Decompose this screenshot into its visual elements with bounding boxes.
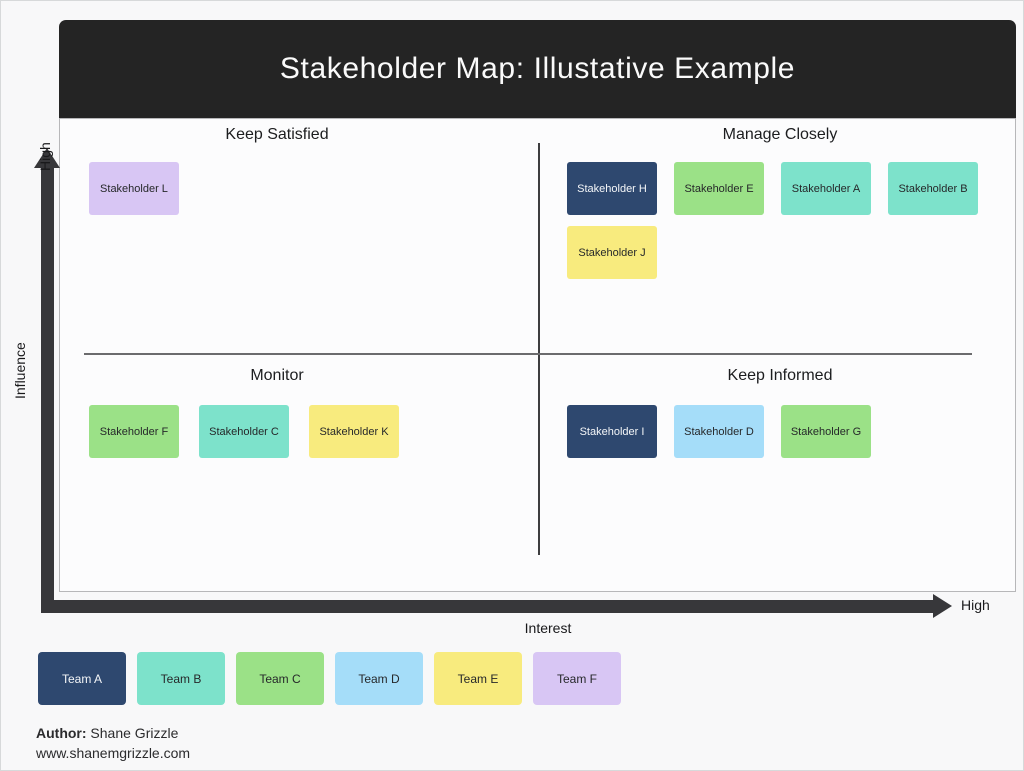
legend-chip-team-b[interactable]: Team B xyxy=(137,652,225,705)
legend-chip-team-a[interactable]: Team A xyxy=(38,652,126,705)
x-axis-line xyxy=(41,600,933,613)
x-axis-high-label: High xyxy=(961,597,990,613)
notes-area-monitor: Stakeholder F Stakeholder C Stakeholder K xyxy=(89,405,519,458)
y-axis-arrowhead-icon xyxy=(34,148,60,168)
note-stakeholder-i[interactable]: Stakeholder I xyxy=(567,405,657,458)
notes-area-keep-satisfied: Stakeholder L xyxy=(89,162,519,215)
author-label: Author: xyxy=(36,725,87,741)
horizontal-divider-line xyxy=(84,353,972,355)
note-stakeholder-k[interactable]: Stakeholder K xyxy=(309,405,399,458)
author-name: Shane Grizzle xyxy=(86,725,179,741)
website-text: www.shanemgrizzle.com xyxy=(36,745,191,761)
note-stakeholder-c[interactable]: Stakeholder C xyxy=(199,405,289,458)
note-stakeholder-f[interactable]: Stakeholder F xyxy=(89,405,179,458)
legend-chip-team-d[interactable]: Team D xyxy=(335,652,423,705)
note-stakeholder-l[interactable]: Stakeholder L xyxy=(89,162,179,215)
note-stakeholder-d[interactable]: Stakeholder D xyxy=(674,405,764,458)
x-axis-title: Interest xyxy=(524,620,572,636)
note-stakeholder-e[interactable]: Stakeholder E xyxy=(674,162,764,215)
y-axis-line xyxy=(41,167,54,613)
notes-area-manage-closely: Stakeholder H Stakeholder E Stakeholder A S… xyxy=(567,162,997,279)
quadrant-label-manage-closely: Manage Closely xyxy=(722,126,838,143)
quadrant-label-keep-informed: Keep Informed xyxy=(727,367,833,384)
note-stakeholder-h[interactable]: Stakeholder H xyxy=(567,162,657,215)
legend-chip-team-f[interactable]: Team F xyxy=(533,652,621,705)
note-stakeholder-g[interactable]: Stakeholder G xyxy=(781,405,871,458)
quadrant-label-keep-satisfied: Keep Satisfied xyxy=(225,126,329,143)
legend-chip-team-e[interactable]: Team E xyxy=(434,652,522,705)
author-line: Author: Shane Grizzle xyxy=(36,723,190,743)
footer: Author: Shane Grizzle www.shanemgrizzle.… xyxy=(36,723,190,763)
vertical-divider-line xyxy=(538,143,540,555)
note-stakeholder-b[interactable]: Stakeholder B xyxy=(888,162,978,215)
page-title: Stakeholder Map: Illustative Example xyxy=(279,52,796,85)
note-stakeholder-a[interactable]: Stakeholder A xyxy=(781,162,871,215)
legend-chip-team-c[interactable]: Team C xyxy=(236,652,324,705)
y-axis-title: Influence xyxy=(12,342,28,399)
notes-area-keep-informed: Stakeholder I Stakeholder D Stakeholder G xyxy=(567,405,997,458)
title-band: Stakeholder Map: Illustative Example xyxy=(59,20,1016,118)
note-stakeholder-j[interactable]: Stakeholder J xyxy=(567,226,657,279)
quadrant-label-monitor: Monitor xyxy=(250,367,304,384)
x-axis-arrowhead-icon xyxy=(933,594,952,618)
y-axis-high-label: High xyxy=(37,142,53,171)
